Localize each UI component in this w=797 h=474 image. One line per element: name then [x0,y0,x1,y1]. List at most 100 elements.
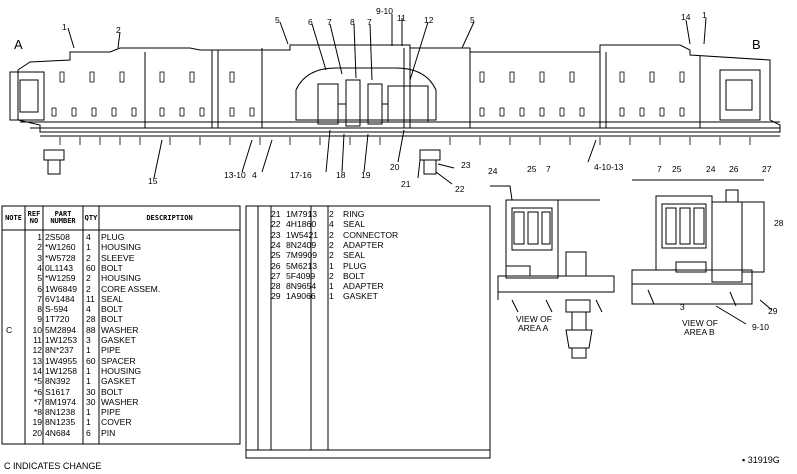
cell-desc: GASKET [101,335,136,345]
callout: 4-10-13 [594,162,624,172]
cell-qty: 30 [86,386,96,397]
cell-desc: RING [343,209,365,219]
col-header-ref-line1: REF [27,210,41,218]
cell-part: 2S508 [45,232,70,242]
cell-ref: 28 [271,281,281,292]
cell-part: 5F4099 [286,270,316,281]
cell-qty: 2 [329,209,334,219]
cell-qty: 1 [329,281,334,292]
callout: 12 [424,15,434,25]
cell-desc: BOLT [101,262,123,273]
cell-qty: 60 [86,262,96,273]
cell-qty: 1 [86,376,91,387]
cell-qty: 1 [329,260,334,271]
cell-desc: HOUSING [101,273,142,284]
cell-desc: PLUG [343,260,367,271]
cell-qty: 2 [329,239,334,250]
cell-qty: 6 [86,427,91,438]
figure-number: ▪ 31919G [742,455,780,465]
cell-part: *W5728 [45,252,76,263]
cell-part: 4N684 [45,427,71,438]
cell-desc: BOLT [101,314,123,325]
callout: 7 [657,164,662,174]
callout: 13-10 [224,170,246,180]
cell-ref: *7 [33,396,42,407]
cell-part: 1W6849 [45,283,78,294]
callout: 15 [148,176,158,186]
callout: 5 [470,15,475,25]
col-header-note: NOTE [5,214,22,222]
cell-ref: 23 [271,229,281,240]
cell-desc: BOLT [343,270,365,281]
cell-ref: 22 [271,219,281,230]
callout: 21 [401,179,411,189]
cell-part: *W1260 [45,242,76,253]
callout: 9-10 [752,322,769,332]
cell-ref: 4 [37,262,42,273]
callout: 24 [488,166,498,176]
cell-part: 8M1974 [45,396,77,407]
cell-ref: 26 [271,260,281,271]
cell-qty: 2 [329,229,334,240]
cell-desc: ADAPTER [343,281,384,292]
cell-part: 8N*237 [45,345,74,356]
cell-desc: PIPE [101,407,121,418]
callout: 14 [681,12,691,22]
callout: 11 [397,13,406,23]
cell-desc: CONNECTOR [343,229,399,240]
cell-ref: 6 [37,283,42,294]
cell-ref: 8 [37,304,42,315]
cell-qty: 1 [86,365,91,376]
cell-part: 0L1143 [45,262,74,273]
cell-qty: 2 [329,270,334,281]
callout: 20 [390,162,400,172]
cell-part: 1W1253 [45,335,78,345]
cell-desc: ADAPTER [343,239,384,250]
callout: 18 [336,170,346,180]
cell-ref: 1 [37,232,42,242]
callout: 7 [327,17,332,27]
callout: 1 [702,10,707,20]
cell-desc: PIN [101,427,116,438]
cell-ref: 9 [37,314,42,325]
cell-ref: 2 [37,242,42,253]
cell-part: 5M6213 [286,260,318,271]
cell-part: 1W4955 [45,355,78,366]
cell-part: 7M9909 [286,250,318,261]
cell-part: S-594 [45,304,68,315]
cell-qty: 2 [86,273,91,284]
col-header-qty: QTY [84,214,98,222]
cell-ref: 20 [32,427,42,438]
view-b-caption-line1: VIEW OF [682,318,718,328]
cell-qty: 2 [86,283,91,294]
cell-ref: 13 [32,355,42,366]
callout: 25 [672,164,682,174]
cell-desc: PIPE [101,345,121,356]
cell-qty: 4 [86,232,91,242]
cell-part: 1A9066 [286,291,316,302]
callout: 5 [275,15,280,25]
cell-qty: 60 [86,355,96,366]
cell-ref: *8 [33,407,42,418]
cell-ref: *6 [33,386,42,397]
cell-ref: 7 [37,293,42,304]
cell-desc: HOUSING [101,242,142,253]
cell-qty: 1 [86,417,91,428]
cell-desc: GASKET [101,376,136,387]
cell-desc: WASHER [101,396,139,407]
cell-desc: SEAL [101,293,123,304]
view-a-caption-line2: AREA A [518,323,549,333]
view-a-caption-line1: VIEW OF [516,314,552,324]
cell-ref: 21 [271,209,281,219]
cell-desc: HOUSING [101,365,142,376]
cell-desc: SEAL [343,250,365,261]
callout: 4 [252,170,257,180]
callout: 26 [729,164,739,174]
callout: 7 [367,17,372,27]
cell-part: 1W1258 [45,365,78,376]
callout: 19 [361,170,371,180]
cell-part: 8N1235 [45,417,76,428]
callout: 23 [461,160,471,170]
